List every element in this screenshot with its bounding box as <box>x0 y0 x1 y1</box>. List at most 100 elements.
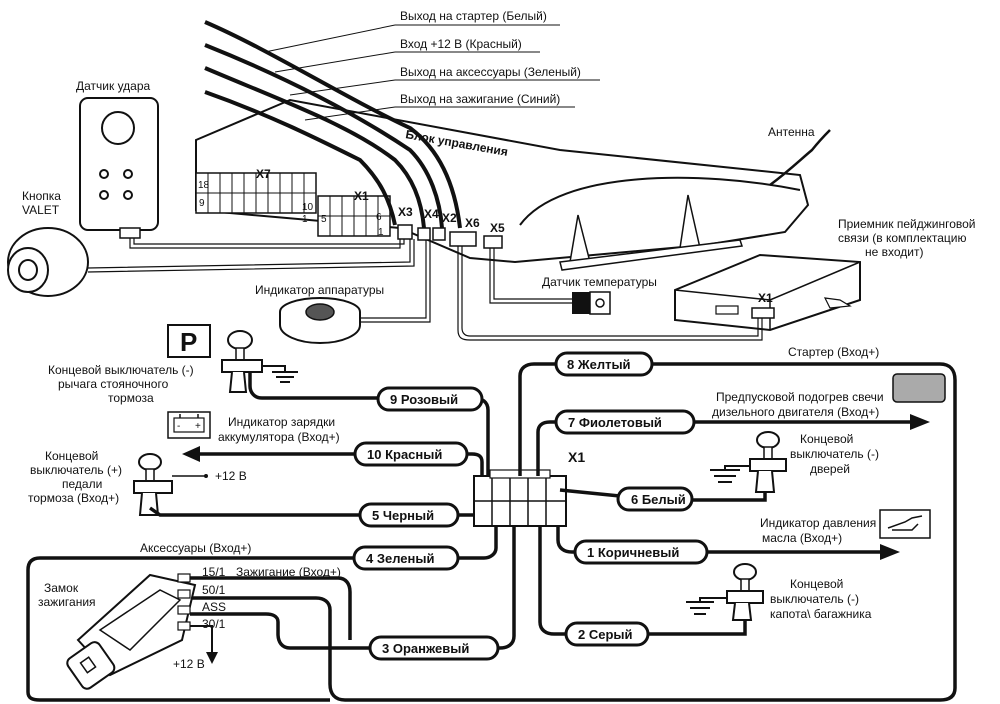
battery-label-line2: аккумулятора (Вход+) <box>218 430 340 444</box>
x7-label: X7 <box>256 167 271 181</box>
battery-minus: - <box>177 421 180 432</box>
led-indicator <box>279 297 361 344</box>
wire-label-4: 4 Зеленый <box>366 551 434 566</box>
x3-label: X3 <box>398 205 413 219</box>
preheat-label-line1: Предпусковой подогрев свечи <box>716 390 884 404</box>
connector-x1-label: X1 <box>568 449 585 465</box>
ground-icon <box>686 597 727 615</box>
ignition-lock <box>66 573 197 690</box>
pager-wire <box>457 246 763 341</box>
valet-label-line2: VALET <box>22 203 60 217</box>
brake-plus12-label: +12 В <box>215 469 247 483</box>
antenna-label: Антенна <box>768 125 815 139</box>
hood-label-line3: капота\ багажника <box>770 607 872 621</box>
x1-unit-label: X1 <box>354 189 369 203</box>
pager-receiver <box>674 253 861 332</box>
doors-switch <box>749 431 787 493</box>
wire-label-8: 8 Желтый <box>567 357 631 372</box>
valet-button <box>7 227 89 297</box>
wire-pill-5: 5 Черный <box>358 502 460 528</box>
wire-label-7: 7 Фиолетовый <box>568 415 662 430</box>
label-ignition-out: Выход на зажигание (Синий) <box>400 92 560 106</box>
lock-plus12-label: +12 В <box>173 657 205 671</box>
shock-sensor-label: Датчик удара <box>76 79 151 93</box>
terminal-ass: ASS <box>202 600 226 614</box>
label-accessories-out: Выход на аксессуары (Зеленый) <box>400 65 581 79</box>
oil-pressure-icon <box>879 509 931 539</box>
x7-pin-9: 9 <box>199 198 205 209</box>
hood-label-line1: Концевой <box>790 577 843 591</box>
x7-pin-10: 10 <box>302 202 314 213</box>
small-connectors <box>397 224 503 249</box>
parking-label-line1: Концевой выключатель (-) <box>48 363 194 377</box>
label-starter-out: Выход на стартер (Белый) <box>400 9 547 23</box>
oil-label-line1: Индикатор давления <box>760 516 876 530</box>
brake-plus-dot <box>204 474 208 478</box>
ignition-in-label: Зажигание (Вход+) <box>236 565 341 579</box>
x1-pin-5: 5 <box>321 214 327 225</box>
pager-label-line3: не входит) <box>865 245 923 259</box>
x2-label: X2 <box>442 211 457 225</box>
x5-label: X5 <box>490 221 505 235</box>
x6-label: X6 <box>465 216 480 230</box>
wire-pill-1: 1 Коричневый <box>573 539 709 565</box>
temp-wire <box>489 248 572 304</box>
wire-pill-4: 4 Зеленый <box>352 545 460 571</box>
x4-label: X4 <box>424 207 439 221</box>
top-wire-bundle <box>204 20 462 229</box>
brake-label-line2: выключатель (+) <box>30 463 122 477</box>
wire-label-6: 6 Белый <box>631 492 686 507</box>
indicator-label: Индикатор аппаратуры <box>255 283 384 297</box>
wire-pill-7: 7 Фиолетовый <box>554 409 696 435</box>
x7-pin-18: 18 <box>198 180 210 191</box>
doors-label-line3: дверей <box>810 462 850 476</box>
indicator-wire <box>360 240 431 323</box>
starter-in-label: Стартер (Вход+) <box>788 345 879 359</box>
parking-sign-letter: P <box>180 327 197 357</box>
wire-pill-9: 9 Розовый <box>376 386 484 412</box>
doors-label-line1: Концевой <box>800 432 853 446</box>
ignition-lock-line1: Замок <box>44 581 79 595</box>
glow-plug-icon <box>892 373 946 403</box>
parking-label-line3: тормоза <box>108 391 154 405</box>
parking-sign <box>167 324 211 358</box>
wire-pill-6: 6 Белый <box>616 486 694 512</box>
harness-wires <box>26 362 957 702</box>
pager-label-line1: Приемник пейджинговой <box>838 217 975 231</box>
doors-label-line2: выключатель (-) <box>790 447 879 461</box>
temperature-sensor <box>572 291 611 315</box>
wire-label-10: 10 Красный <box>367 447 442 462</box>
label-plus12-in: Вход +12 В (Красный) <box>400 37 522 51</box>
wire-label-2: 2 Серый <box>578 627 633 642</box>
lock-plus-wire <box>190 625 213 655</box>
harness-connector-x1 <box>473 469 567 527</box>
valet-label-line1: Кнопка <box>22 189 61 203</box>
lock-plus-arrow <box>206 652 218 664</box>
shock-sensor <box>79 97 159 239</box>
wire-label-1: 1 Коричневый <box>587 545 679 560</box>
battery-plus: + <box>195 421 201 432</box>
terminal-50-1: 50/1 <box>202 583 226 597</box>
brake-label-line1: Концевой <box>45 449 98 463</box>
sensor-wires <box>87 238 415 273</box>
parking-label-line2: рычага стояночного <box>58 377 169 391</box>
hood-switch <box>726 563 764 621</box>
arrowheads <box>182 414 930 560</box>
wire-pill-10: 10 Красный <box>353 441 469 467</box>
x1-pin-1: 1 <box>378 227 384 238</box>
terminal-30-1: 30/1 <box>202 617 226 631</box>
accessories-in-label: Аксессуары (Вход+) <box>140 541 251 555</box>
x1-pin-6: 6 <box>376 212 382 223</box>
brake-label-line4: тормоза (Вход+) <box>28 491 119 505</box>
parking-switch <box>221 330 263 393</box>
wire-pill-8: 8 Желтый <box>554 351 654 377</box>
wire-label-9: 9 Розовый <box>390 392 458 407</box>
pager-label-line2: связи (в комплектацию <box>838 231 966 245</box>
battery-label-line1: Индикатор зарядки <box>228 415 335 429</box>
temp-sensor-label: Датчик температуры <box>542 275 657 289</box>
connector-x1-unit <box>317 195 391 237</box>
wire-pill-3: 3 Оранжевый <box>368 635 500 661</box>
connector-x7 <box>195 172 317 214</box>
hood-label-line2: выключатель (-) <box>770 592 859 606</box>
